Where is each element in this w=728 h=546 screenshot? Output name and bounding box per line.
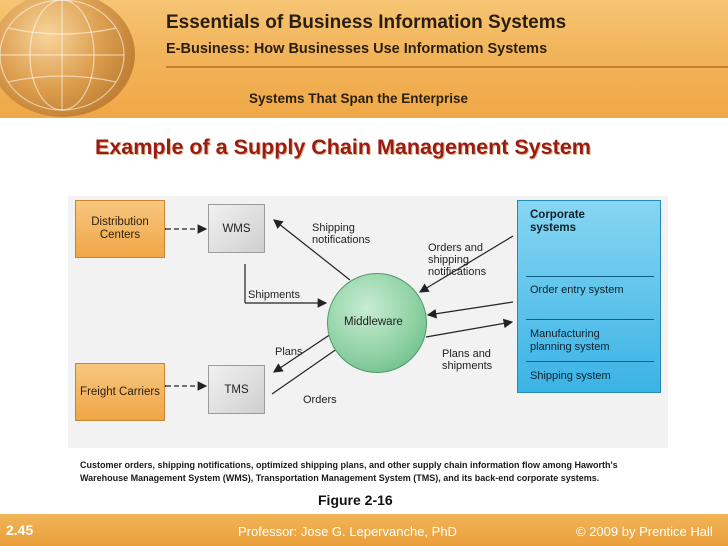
- corporate-systems-title: Corporate systems: [530, 209, 585, 234]
- figure-label: Figure 2-16: [318, 492, 393, 508]
- manufacturing-planning-system: Manufacturing planning system: [530, 328, 610, 353]
- section-title: Systems That Span the Enterprise: [249, 91, 469, 106]
- tms-box: TMS: [208, 365, 265, 414]
- arrow-plans: [273, 331, 335, 373]
- freight-carriers-box: Freight Carriers: [75, 363, 165, 421]
- diagram-connectors: [157, 219, 514, 395]
- label-plans: Plans: [275, 346, 303, 358]
- globe-grid-icon: [0, 0, 125, 111]
- corporate-divider-3: [526, 361, 654, 362]
- supply-chain-diagram: Distribution Centers Freight Carriers WM…: [68, 196, 668, 448]
- shipping-system: Shipping system: [530, 370, 611, 382]
- arrow-plans-shipments: [425, 318, 514, 338]
- slide-number: 2.45: [6, 522, 34, 538]
- copyright: © 2009 by Prentice Hall: [576, 524, 713, 539]
- order-entry-system: Order entry system: [530, 284, 624, 296]
- professor-credit: Professor: Jose G. Lepervanche, PhD: [238, 524, 457, 539]
- label-orders-shipping-notifications: Orders and shipping notifications: [428, 242, 487, 278]
- middleware-node: Middleware: [327, 273, 427, 373]
- course-title: Essentials of Business Information Syste…: [166, 12, 567, 33]
- slide-title: Example of a Supply Chain Management Sys…: [95, 135, 591, 159]
- header-divider: [166, 66, 728, 68]
- corporate-divider-1: [526, 276, 654, 277]
- middleware-label: Middleware: [344, 316, 403, 328]
- distribution-centers-box: Distribution Centers: [75, 200, 165, 258]
- chapter-title: E-Business: How Businesses Use Informati…: [166, 41, 548, 57]
- corporate-divider-2: [526, 319, 654, 320]
- label-orders: Orders: [303, 394, 337, 406]
- footer-band: [0, 514, 728, 546]
- label-shipments: Shipments: [248, 289, 300, 301]
- arrow-orders-notifications: [418, 235, 514, 293]
- corporate-systems-box: Corporate systems Order entry system Man…: [517, 200, 661, 393]
- arrow-shipping-notifications: [273, 219, 351, 281]
- arrow-orders: [271, 343, 345, 395]
- figure-caption: Customer orders, shipping notifications,…: [80, 460, 618, 483]
- arrow-corporate-middleware: [426, 301, 514, 319]
- label-shipping-notifications: Shipping notifications: [312, 222, 371, 246]
- label-plans-and-shipments: Plans and shipments: [442, 348, 493, 372]
- wms-box: WMS: [208, 204, 265, 253]
